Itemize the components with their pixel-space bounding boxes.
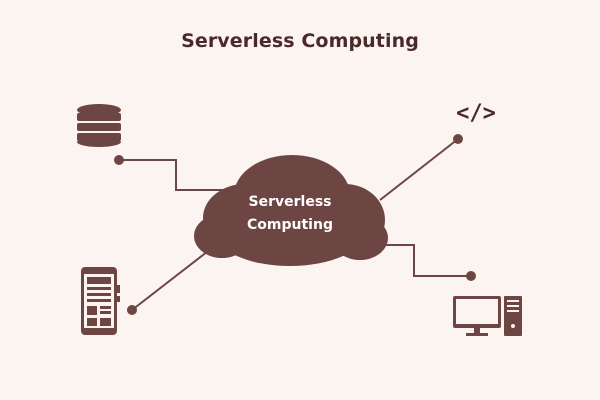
connector-desktop <box>370 244 471 277</box>
connector-dot-desktop <box>466 271 476 281</box>
cloud-label-line2: Computing <box>247 217 333 233</box>
connector-mobile <box>131 247 213 311</box>
connector-code <box>379 138 459 201</box>
cloud-shape <box>194 155 388 266</box>
connector-dot-mobile <box>127 305 137 315</box>
cloud-label-line1: Serverless <box>249 194 332 210</box>
desktop-computer-icon <box>453 296 522 336</box>
connector-database <box>119 159 235 191</box>
database-icon <box>77 104 121 147</box>
connector-dot-database <box>114 155 124 165</box>
code-icon: </> <box>456 101 496 126</box>
diagram-title: Serverless Computing <box>181 30 419 52</box>
connector-dot-code <box>453 134 463 144</box>
mobile-phone-icon <box>81 267 120 335</box>
